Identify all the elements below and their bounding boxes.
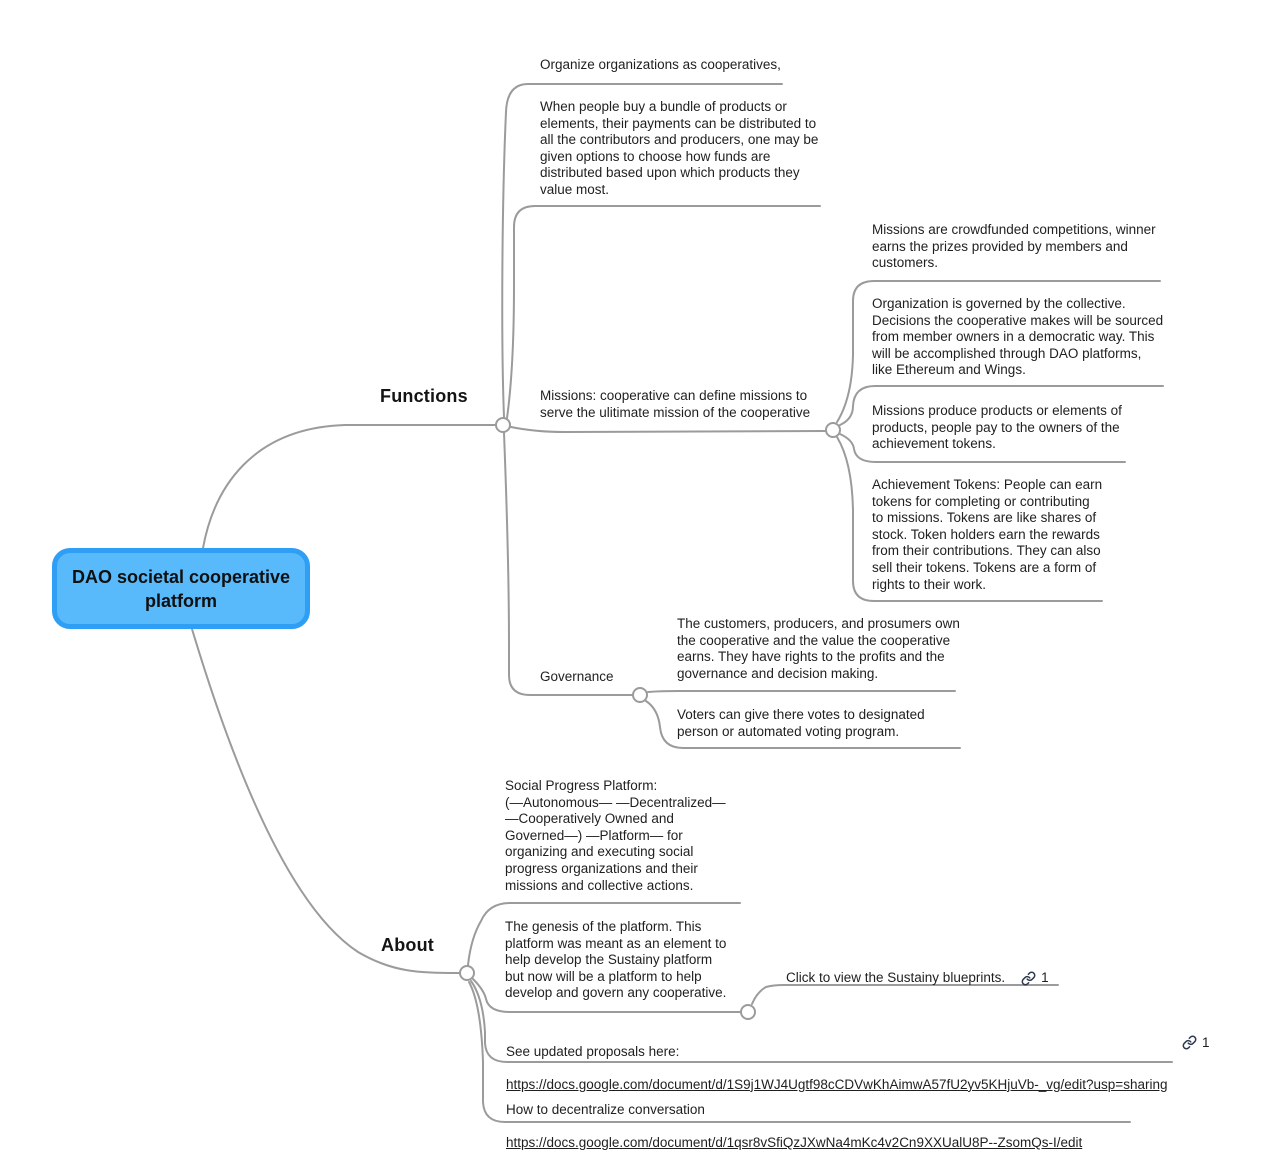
- branch-missions-governed: [839, 385, 1164, 426]
- node-see-proposals[interactable]: See updated proposals here: https://docs…: [506, 1027, 1167, 1110]
- branch-governance-owners: [647, 690, 956, 693]
- node-owners-rights[interactable]: The customers, producers, and prosumers …: [677, 616, 960, 681]
- branch-missions-crowdfunded: [836, 280, 1161, 423]
- node-governance[interactable]: Governance: [540, 669, 614, 684]
- branch-functions-bundle: [506, 205, 821, 419]
- decentralize-text: How to decentralize conversation: [506, 1101, 705, 1117]
- proposals-link-count: 1: [1202, 1035, 1210, 1050]
- node-functions[interactable]: Functions: [380, 386, 468, 406]
- blueprints-link-badge[interactable]: 1: [1021, 970, 1049, 987]
- node-missions-crowdfunded[interactable]: Missions are crowdfunded competitions, w…: [872, 222, 1156, 271]
- branch-missions-achievement: [836, 436, 1103, 602]
- branch-root-about: [191, 628, 460, 974]
- node-bundle-payments[interactable]: When people buy a bundle of products or …: [540, 99, 819, 197]
- node-voters-delegation[interactable]: Voters can give there votes to designate…: [677, 707, 925, 739]
- junction-missions[interactable]: [825, 422, 841, 438]
- proposals-link-badge[interactable]: 1: [1182, 1035, 1210, 1050]
- branch-functions-organize: [501, 83, 783, 418]
- blueprints-link-count: 1: [1041, 969, 1049, 985]
- node-missions[interactable]: Missions: cooperative can define mission…: [540, 388, 811, 420]
- junction-functions[interactable]: [495, 417, 511, 433]
- branch-about-social: [467, 902, 741, 966]
- blueprints-text: Click to view the Sustainy blueprints.: [786, 969, 1006, 985]
- node-achievement-tokens[interactable]: Achievement Tokens: People can earn toke…: [872, 477, 1103, 592]
- node-decentralize-conversation[interactable]: How to decentralize conversation https:/…: [506, 1085, 1082, 1168]
- proposals-text: See updated proposals here:: [506, 1043, 680, 1059]
- node-social-progress-platform[interactable]: Social Progress Platform: (—Autonomous— …: [505, 778, 726, 893]
- root-node[interactable]: DAO societal cooperative platform: [52, 548, 310, 629]
- node-organize-cooperatives[interactable]: Organize organizations as cooperatives,: [540, 57, 781, 72]
- branch-root-functions: [202, 424, 496, 549]
- root-node-label: DAO societal cooperative platform: [71, 566, 291, 611]
- branch-about-genesis: [472, 978, 742, 1013]
- branch-about-proposals: [470, 980, 1173, 1063]
- node-missions-produce[interactable]: Missions produce products or elements of…: [872, 403, 1122, 452]
- branch-functions-governance: [503, 432, 634, 696]
- branch-functions-missions: [510, 426, 827, 434]
- proposals-link[interactable]: https://docs.google.com/document/d/1S9j1…: [506, 1076, 1168, 1092]
- link-icon[interactable]: [1021, 971, 1036, 986]
- branch-about-decentralize: [468, 981, 1131, 1123]
- node-sustainy-blueprints[interactable]: Click to view the Sustainy blueprints. 1: [786, 953, 1049, 986]
- decentralize-link[interactable]: https://docs.google.com/document/d/1qsr8…: [506, 1134, 1083, 1150]
- junction-governance[interactable]: [632, 687, 648, 703]
- node-genesis[interactable]: The genesis of the platform. This platfo…: [505, 919, 727, 1001]
- node-about[interactable]: About: [381, 935, 434, 955]
- node-governed-by-collective[interactable]: Organization is governed by the collecti…: [872, 296, 1164, 378]
- branch-genesis-blueprints: [751, 984, 1059, 1005]
- branch-missions-produce: [839, 433, 1126, 463]
- junction-genesis[interactable]: [740, 1004, 756, 1020]
- junction-about[interactable]: [459, 965, 475, 981]
- link-icon[interactable]: [1182, 1035, 1197, 1050]
- branch-governance-voters: [645, 700, 961, 749]
